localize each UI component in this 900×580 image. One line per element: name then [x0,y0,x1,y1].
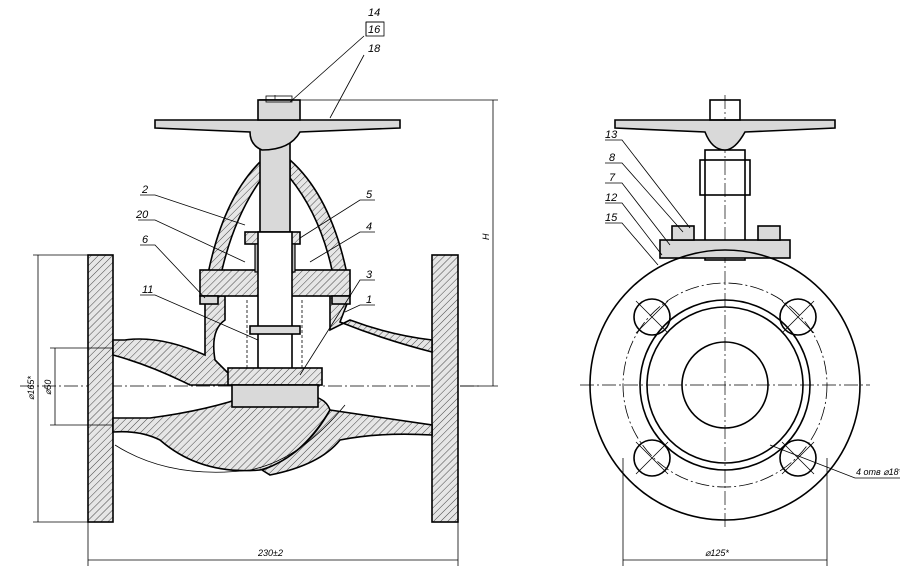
label-20: 20 [135,209,149,221]
label-15: 15 [605,212,618,224]
label-12: 12 [605,192,617,204]
side-view [580,95,870,530]
label-16: 16 [368,24,381,36]
handwheel [154,119,401,151]
label-1: 1 [366,294,372,306]
right-flange [431,254,459,523]
left-flange [87,254,114,523]
disc [227,367,323,386]
section-view [20,95,480,523]
part-labels-right: 13 8 7 12 15 [605,129,618,224]
flange-outline [589,249,861,521]
label-14: 14 [368,7,380,19]
label-8: 8 [609,152,616,164]
dim-flange-diameter: ⌀165* [26,376,36,400]
dim-bore-diameter: ⌀50 [43,380,53,395]
label-2: 2 [141,184,148,196]
dimension-lines-left [33,99,498,566]
label-6: 6 [142,234,149,246]
label-3: 3 [366,269,373,281]
label-18: 18 [368,43,381,55]
part-labels-left: 14 16 18 2 20 6 11 5 4 3 1 [135,7,385,306]
dim-length: 230±2 [257,548,283,558]
bolt-holes [633,298,817,477]
leader-lines-left [138,21,384,376]
label-13: 13 [605,129,618,141]
dim-bolt-holes: 4 отв ⌀18* [856,467,900,477]
label-11: 11 [142,284,153,296]
label-4: 4 [366,221,372,233]
dim-bolt-circle: ⌀125* [705,548,729,558]
valve-body [112,295,231,386]
label-5: 5 [366,189,373,201]
label-7: 7 [609,172,616,184]
dim-height: H [481,233,491,240]
leader-lines-right [605,139,900,566]
